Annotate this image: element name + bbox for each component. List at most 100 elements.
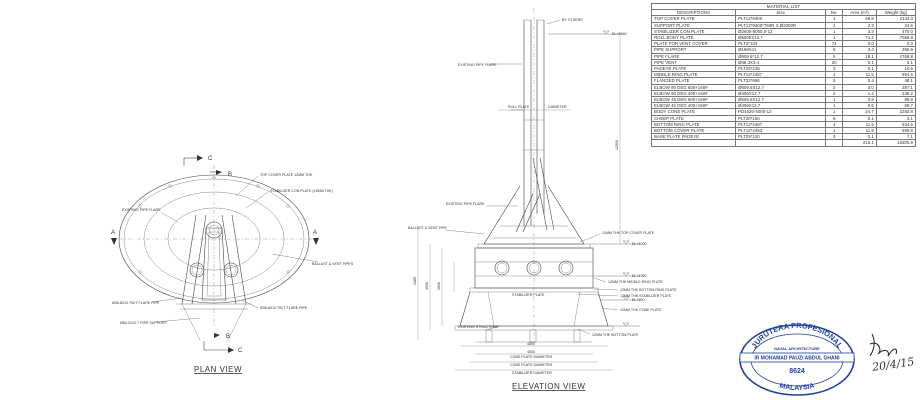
plan-inner-rim [123, 178, 305, 300]
label-cone-plate-diameter: CONE PLATE DIAMETER [510, 355, 552, 359]
header-weight: Weight (kg) [875, 9, 917, 17]
label-top-cover: 12MM THK TOP COVER PLATE [602, 231, 655, 235]
material-count: 6 [825, 52, 844, 60]
label-pipe-support: Ø60.3X12.7 PIPE SUPPORT [120, 321, 167, 325]
plan-leaders [151, 175, 319, 323]
material-size: Ø609.6X12.7 [735, 96, 827, 104]
material-count: 1 [825, 27, 844, 36]
label-existing-structure: EXISTING STRUCTURE [458, 325, 499, 329]
label-by-others: BY OTHERS [562, 18, 583, 22]
header-size: Size [735, 9, 827, 17]
elevation-cone [454, 291, 614, 331]
elevation-leaders [444, 19, 619, 335]
existing-structure [476, 329, 592, 343]
material-count: 3 [825, 133, 844, 141]
material-weight: 24.6 [875, 21, 917, 29]
svg-text:A: A [111, 230, 115, 236]
material-weight: 2283.8 [875, 108, 917, 116]
label-stabilizer-plate: STABILIZER CON.PLATE (16MM THK) [270, 189, 333, 193]
dim-cone: 4000 [527, 350, 535, 354]
material-size: Ø609.6X12.7 [735, 83, 827, 91]
material-size: PLT12*2487 [735, 120, 827, 129]
material-count: 2 [825, 89, 844, 98]
label-ballast-vent: BALLAST & VENT PIPES [312, 262, 354, 266]
label-flare-pipe-right: Ø36.8X12.7W.T FLARE PIPE [260, 306, 308, 310]
dim-base: 4800 [527, 342, 535, 346]
section-b-top: B [210, 170, 232, 178]
elevation-flare-pipes [515, 8, 555, 342]
svg-text:C: C [208, 156, 213, 162]
material-count: 1 [825, 108, 844, 116]
material-size: PLT12*9300*760R X Ø2000R [735, 21, 827, 29]
label-existing-pipe-flare: EXISTING PIPE FLARE [458, 63, 497, 67]
material-list-header-row: DESCRIPTIONS Size No. Area (m²) Weight (… [650, 9, 917, 17]
elevation-dimension-lines [417, 34, 621, 371]
svg-text:A: A [313, 230, 317, 236]
material-weight: 135.2 [875, 89, 917, 98]
dim-low: 1600 [437, 282, 441, 290]
level-markers [602, 30, 630, 327]
material-total-cell: 213.1 [842, 139, 877, 147]
stamp-subtitle: NAVAL ARCHITECTURE [774, 346, 820, 351]
material-weight: 89.8 [875, 96, 917, 104]
material-size: PLT12*6400 [735, 15, 827, 23]
label-diameter: DIAMETER [548, 105, 567, 109]
material-count: 5 [825, 77, 844, 85]
label-ballast-vent: BALLAST & VENT PIPE [408, 226, 447, 230]
material-count: 1 [825, 96, 844, 104]
material-weight: 3.1 [875, 114, 917, 122]
material-count: 1 [825, 33, 844, 42]
material-size: PLT12*2487 [735, 71, 827, 79]
material-size: Ø406X12.7 [735, 89, 827, 98]
stamp-country: MALAYSIA [779, 383, 816, 392]
material-weight: 48.1 [875, 77, 917, 85]
label-flare-pipe-left: Ø36.8X12.7W.T FLARE PIPE [112, 301, 160, 305]
material-weight: 954.6 [875, 71, 917, 79]
label-existing-flare: EXISTING PIPE FLARE [446, 202, 485, 206]
level-el4: EL+900 [632, 298, 645, 302]
material-weight: 534.5 [875, 120, 917, 129]
material-size: PLT32*686 [735, 77, 827, 85]
label-top-cover-plate: TOP COVER PLATE 12MM THK [260, 173, 313, 177]
label-cone-plate: 12MM THK CONE PLATE [620, 308, 662, 312]
section-c-top: C [183, 155, 213, 166]
material-total-cell: 16300.9 [875, 139, 917, 147]
header-no: No. [825, 9, 844, 17]
label-existing-pipe-flare: EXISTING PIPE FLARE [122, 208, 161, 212]
label-roll-plate: ROLL PLATE [508, 105, 530, 109]
plan-flare-pipes [176, 214, 252, 341]
level-el2: EL+4000 [632, 242, 647, 246]
material-weight: 10.6 [875, 65, 917, 73]
section-b-bottom: B [214, 333, 230, 340]
material-size: PLT25*235 [735, 65, 827, 73]
plan-vent-holes [138, 176, 290, 274]
plan-view: C B A A B C [110, 155, 354, 374]
material-count: 8 [825, 114, 844, 122]
material-total-cell [735, 139, 827, 147]
material-list-caption: MATERIAL LIST [651, 2, 916, 11]
svg-text:B: B [228, 172, 232, 178]
material-size: PLT20*160 [735, 114, 827, 122]
material-weight: 2143.3 [875, 15, 917, 23]
material-total-cell [825, 139, 844, 147]
elevation-view: EL+8660 EL+4000 EL+1950 EL+900 1380 3050… [408, 8, 677, 391]
engineer-signature [869, 333, 897, 357]
dim-mid: 3050 [425, 282, 429, 290]
material-count: 3 [825, 65, 844, 73]
material-count: 1 [825, 102, 844, 110]
level-el3: EL+1950 [632, 274, 647, 278]
elevation-view-title: ELEVATION VIEW [512, 382, 585, 391]
